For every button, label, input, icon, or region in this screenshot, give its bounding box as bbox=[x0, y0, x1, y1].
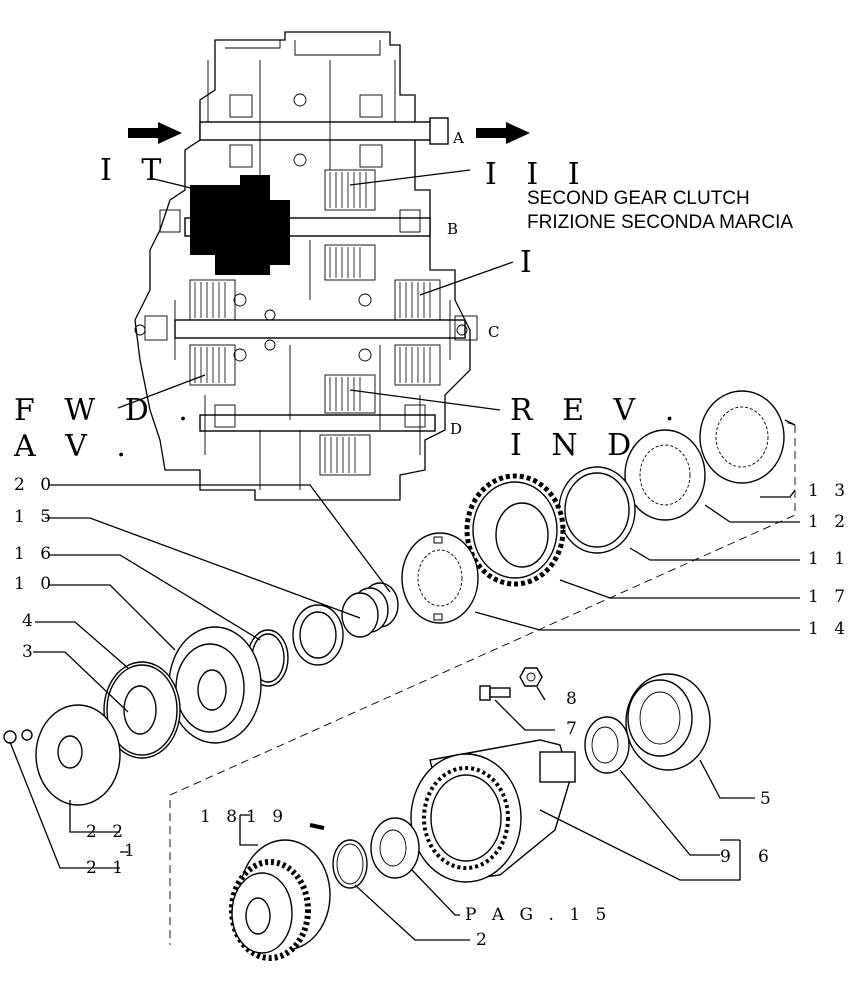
callout-pag15: P A G . 1 5 bbox=[465, 905, 611, 925]
shaft-label-b: B bbox=[447, 220, 458, 238]
shaft-label-a: A bbox=[452, 129, 464, 147]
callout-16: 1 6 bbox=[14, 544, 56, 564]
label-it: I T bbox=[100, 153, 171, 188]
part-11-ring bbox=[558, 466, 636, 554]
callout-4: 4 bbox=[22, 611, 38, 631]
leader-lines bbox=[9, 484, 800, 941]
part-9-bearing bbox=[584, 716, 630, 774]
shaft-label-c: C bbox=[488, 323, 499, 341]
part-15-seal bbox=[292, 604, 344, 666]
part-17-gear bbox=[464, 473, 566, 587]
part-10-piston bbox=[168, 626, 262, 744]
callout-1: 1 bbox=[124, 841, 140, 861]
flow-arrow-in bbox=[128, 122, 182, 144]
part-13-disc bbox=[699, 390, 785, 484]
callout-20: 2 0 bbox=[14, 475, 56, 495]
callout-8: 8 bbox=[566, 689, 582, 709]
label-i: I bbox=[520, 245, 542, 280]
label-av: A V . bbox=[13, 429, 136, 464]
label-fwd: F W D . bbox=[14, 393, 198, 428]
callout-21: 2 1 bbox=[86, 858, 128, 878]
callout-9: 9 bbox=[720, 847, 736, 867]
part-22-hub bbox=[35, 704, 121, 806]
part-6-drum bbox=[410, 739, 576, 883]
part-19-pin bbox=[309, 823, 325, 830]
part-pag15-bearing bbox=[370, 817, 420, 879]
part-2-circlip bbox=[332, 839, 368, 889]
callout-3: 3 bbox=[22, 642, 38, 662]
part-20-spring bbox=[341, 582, 399, 638]
part-21-pin bbox=[3, 729, 33, 744]
callout-11: 1 1 bbox=[808, 549, 850, 569]
part-14-plate bbox=[401, 532, 479, 624]
callout-19: 1 9 bbox=[246, 807, 288, 827]
part-5-bearing bbox=[625, 673, 711, 771]
part-8-nut bbox=[519, 667, 543, 687]
callout-17: 1 7 bbox=[808, 587, 850, 607]
part-18-gear bbox=[229, 839, 331, 961]
flow-arrow-out bbox=[476, 122, 530, 144]
caption-line1: SECOND GEAR CLUTCH bbox=[527, 188, 750, 209]
callout-10: 1 0 bbox=[14, 574, 56, 594]
part-12-disc bbox=[624, 429, 706, 521]
label-rev: R E V . bbox=[510, 393, 684, 428]
callout-6: 6 bbox=[758, 847, 774, 867]
shaft-label-d: D bbox=[450, 420, 462, 438]
callout-15: 1 5 bbox=[14, 507, 56, 527]
gearbox-section-drawing bbox=[128, 31, 530, 501]
callout-13: 1 3 bbox=[808, 481, 850, 501]
callout-14: 1 4 bbox=[808, 619, 850, 639]
caption-line2: FRIZIONE SECONDA MARCIA bbox=[527, 212, 793, 233]
callout-12: 1 2 bbox=[808, 512, 850, 532]
label-iii: I I I bbox=[485, 157, 590, 192]
part-7-bolt bbox=[479, 685, 511, 701]
callout-7: 7 bbox=[566, 719, 582, 739]
part-3-ring bbox=[123, 685, 157, 735]
callout-22: 2 2 bbox=[86, 822, 128, 842]
callout-18: 1 8 bbox=[200, 807, 242, 827]
callout-2: 2 bbox=[476, 930, 492, 950]
callout-5: 5 bbox=[760, 789, 776, 809]
